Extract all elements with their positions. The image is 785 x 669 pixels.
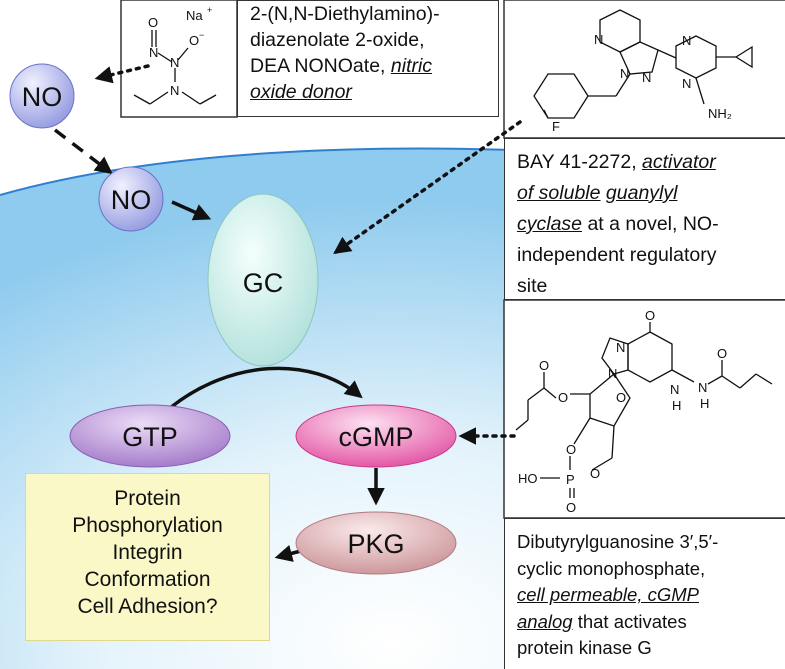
dea-n1: N — [149, 45, 158, 60]
caption-bay-line2-underlined: of soluble — [517, 182, 601, 204]
caption-dea-line2: diazenolate 2-oxide, — [250, 29, 425, 51]
caption-dbc-line4-underlined: analog — [517, 610, 573, 632]
dbc-p: P — [566, 472, 575, 487]
node-gtp — [69, 404, 231, 468]
dbc-n-d: N — [698, 380, 707, 395]
arrow-dea-to-no — [94, 64, 150, 84]
outcome-line-1: Protein — [114, 487, 181, 510]
outcome-line-2: Phosphorylation — [72, 514, 223, 537]
caption-bay-line1-underlined: activator — [642, 151, 716, 173]
dea-n2: N — [170, 55, 179, 70]
dea-nonoate-structure — [133, 30, 217, 105]
outcome-line-4: Conformation — [84, 568, 211, 591]
dbc-h2: H — [700, 396, 709, 411]
caption-dea-line3-text: DEA NONOate, — [250, 55, 391, 77]
bay-structure-box — [503, 0, 785, 139]
node-cgmp-label: cGMP — [338, 422, 413, 452]
arrow-gtp-to-cgmp — [168, 366, 363, 410]
caption-dea-line4: oxide donor — [250, 79, 498, 105]
node-gc — [207, 193, 319, 367]
dbc-o-p1: O — [566, 442, 576, 457]
dbc-o-top: O — [645, 308, 655, 323]
caption-dbc-line4-text: that activates — [572, 610, 687, 632]
caption-dea-line4-underlined: oxide donor — [250, 81, 352, 103]
outcome-line-3: Integrin — [112, 541, 183, 564]
caption-dibutyryl: Dibutyrylguanosine 3′,5′- cyclic monopho… — [504, 518, 785, 669]
caption-dea-line3-underlined: nitric — [390, 55, 433, 77]
pathway-arrows — [53, 64, 522, 562]
dbc-o-ester2: O — [539, 358, 549, 373]
bay-n-e: N — [682, 76, 691, 91]
dbc-ho: HO — [518, 471, 538, 486]
node-no-inside — [98, 166, 164, 232]
node-no-inside-label: NO — [111, 185, 152, 215]
bay-nh2: NH₂ — [708, 106, 732, 121]
dbc-n-b: N — [608, 366, 617, 381]
caption-bay-line3-underlined: cyclase — [517, 213, 583, 235]
arrow-no-to-gc — [171, 200, 212, 221]
caption-dbc-line4: analog that activates — [517, 609, 785, 636]
dbc-o-amide: O — [717, 346, 727, 361]
node-gc-label: GC — [243, 268, 284, 298]
node-gtp-label: GTP — [122, 422, 178, 452]
caption-bay-line2: of soluble guanylyl — [517, 178, 785, 209]
caption-bay-line4: independent regulatory — [517, 244, 717, 266]
arrow-bay-to-gc — [333, 120, 522, 255]
caption-dea-nonoate: 2-(N,N-Diethylamino)- diazenolate 2-oxid… — [237, 0, 499, 117]
outcome-line-5: Cell Adhesion? — [77, 595, 218, 618]
dbc-o-dbl: O — [566, 500, 576, 515]
bay-n-c: N — [642, 70, 651, 85]
caption-bay-line5: site — [517, 275, 548, 297]
bay-f: F — [552, 119, 560, 134]
caption-dbc-line2: cyclic monophosphate, — [517, 557, 706, 579]
dibutyryl-structure — [515, 322, 773, 498]
caption-dea-line3: DEA NONOate, nitric — [250, 53, 498, 79]
node-no-outside — [9, 63, 75, 129]
bay-n-b: N — [620, 66, 629, 81]
dbc-h1: H — [672, 398, 681, 413]
node-pkg-label: PKG — [347, 529, 404, 559]
bay-n-d: N — [682, 33, 691, 48]
caption-bay-line1-text: BAY 41-2272, — [517, 151, 643, 173]
caption-bay-line3: cyclase at a novel, NO- — [517, 209, 785, 240]
dea-na-plus: + — [207, 5, 212, 15]
caption-bay-line3-text: at a novel, NO- — [582, 213, 719, 235]
dea-o: O — [148, 15, 158, 30]
arrow-no-outside-to-inside — [53, 128, 113, 175]
dea-o-minus: O — [189, 33, 199, 48]
caption-bay-line1: BAY 41-2272, activator — [517, 147, 785, 178]
node-no-outside-label: NO — [22, 82, 63, 112]
caption-dbc-line3-underlined: cell permeable, cGMP — [517, 584, 699, 605]
node-cgmp — [295, 404, 457, 468]
bay-n-a: N — [594, 32, 603, 47]
caption-bay: BAY 41-2272, activator of soluble guanyl… — [504, 138, 785, 300]
caption-bay-line2-underlined2: guanylyl — [605, 182, 678, 204]
dea-n3: N — [170, 83, 179, 98]
caption-dea-line1: 2-(N,N-Diethylamino)- — [250, 3, 440, 25]
dea-minus: − — [199, 30, 204, 40]
bay-structure — [533, 9, 753, 119]
caption-dbc-line1: Dibutyrylguanosine 3′,5′- — [517, 531, 719, 552]
dea-na: Na — [186, 8, 203, 23]
caption-dbc-line5: protein kinase G — [517, 637, 652, 658]
dbc-n-a: N — [616, 340, 625, 355]
outcome-box: Protein Phosphorylation Integrin Conform… — [25, 473, 270, 641]
caption-dbc-line3: cell permeable, cGMP — [517, 582, 785, 609]
dbc-o-ester: O — [558, 390, 568, 405]
dbc-o-ring: O — [616, 390, 626, 405]
dbc-n-c: N — [670, 382, 679, 397]
dbc-o-p2: O — [590, 466, 600, 481]
dibutyryl-structure-box — [503, 299, 785, 519]
node-pkg — [295, 511, 457, 575]
